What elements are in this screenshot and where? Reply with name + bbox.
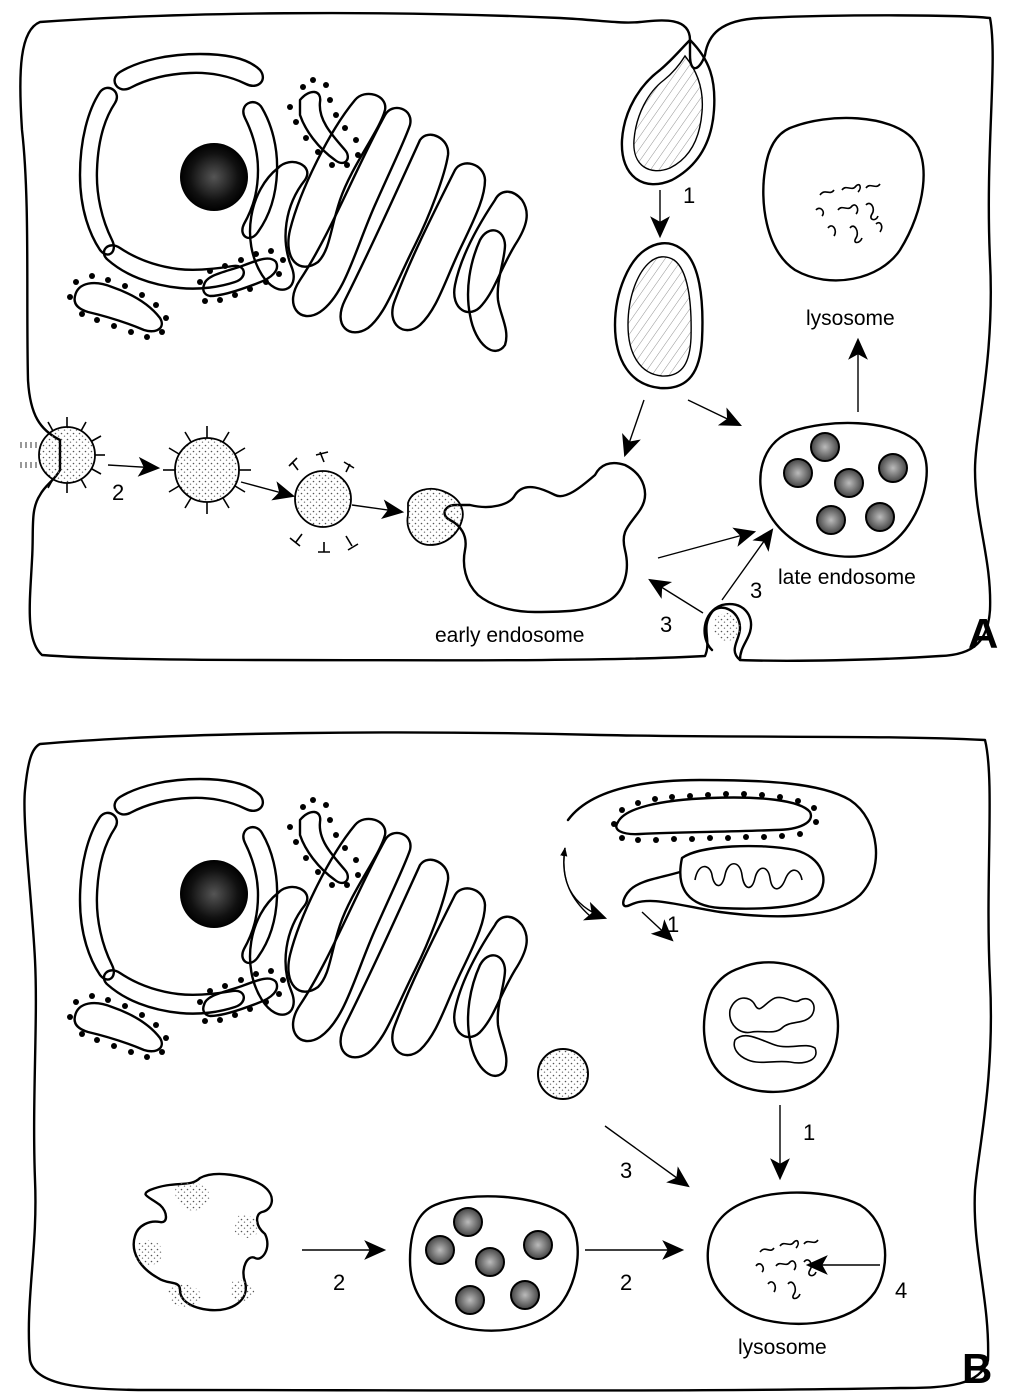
step-2-label-a: 2 [112,480,124,505]
lysosome-b [708,1193,885,1324]
step-3-label-a1: 3 [660,612,672,637]
step-2-label-b2: 2 [620,1270,632,1295]
nucleolus-a [180,143,248,211]
panel-a: lysosome late endosome early endosome [20,13,998,661]
phagosome-forming-a [622,40,714,184]
nucleolus-b [180,860,248,928]
golgi-stack-b [250,819,527,1076]
early-endosome-a [407,463,645,612]
lysosomal-enzyme-vesicle-b [538,1049,588,1099]
late-endosome-a [760,423,926,557]
forming-autophagosome-b [568,780,876,916]
step-1-label-b1: 1 [667,912,679,937]
step-4-label-b: 4 [895,1278,907,1303]
step-3-label-b: 3 [620,1158,632,1183]
lysosome-a [763,118,923,280]
panel-b: lysosome [24,732,992,1392]
uncoated-vesicle-a [289,452,358,552]
lysosome-label-a: lysosome [806,307,895,330]
step-3-label-a2: 3 [750,578,762,603]
phagosome-a [615,243,702,388]
coated-pit-a [20,417,105,493]
panel-letter-a: A [968,610,998,657]
pinocytic-vesicle-a [705,604,751,660]
late-endosome-label: late endosome [778,566,916,589]
early-endosome-b [134,1174,272,1310]
step-1-label-b2: 1 [803,1120,815,1145]
coated-vesicle-a [163,426,251,514]
mitochondrion-b [680,846,823,909]
step-2-label-b1: 2 [333,1270,345,1295]
step-1-label-a: 1 [683,183,695,208]
golgi-stack-a [250,94,527,351]
lysosome-label-b: lysosome [738,1336,827,1359]
nuclear-envelope-a [80,54,277,289]
arrows-b [302,848,880,1265]
early-endosome-label: early endosome [435,624,584,647]
arrows-a [108,190,858,613]
multivesicular-body-b [410,1196,578,1330]
autophagosome-b [704,962,838,1092]
panel-letter-b: B [962,1345,992,1392]
